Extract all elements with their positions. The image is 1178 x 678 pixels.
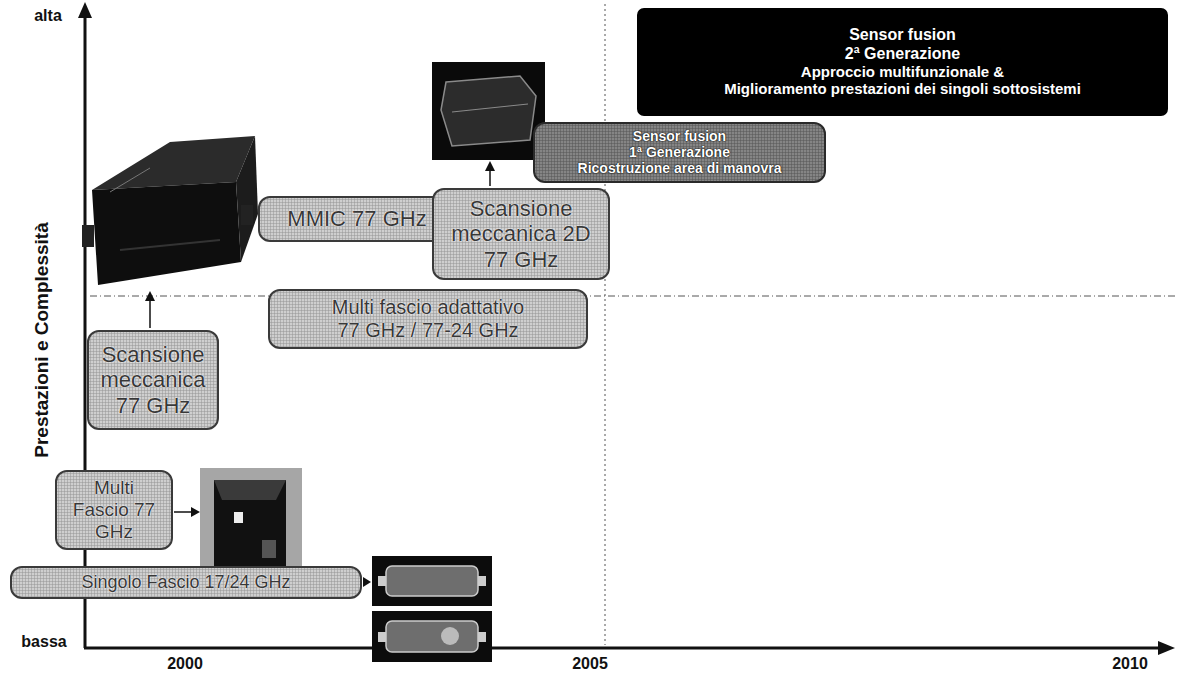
roadmap-box: Sensor fusion2ª GenerazioneApproccio mul… bbox=[637, 8, 1168, 116]
box-text: Sensor fusion bbox=[578, 128, 782, 144]
2d-scanner-photo bbox=[432, 62, 545, 160]
roadmap-box: Sensor fusion1ª GenerazioneRicostruzione… bbox=[533, 122, 826, 183]
axis-label: bassa bbox=[21, 633, 66, 651]
box-text: Scansione meccanica 77 GHz bbox=[97, 342, 209, 418]
roadmap-box: Multi fascio adattativo 77 GHz / 77-24 G… bbox=[268, 289, 588, 349]
roadmap-box: Scansione meccanica 77 GHz bbox=[87, 330, 219, 430]
box-text: Sensor fusion bbox=[724, 26, 1081, 44]
box-text: 1ª Generazione bbox=[578, 144, 782, 160]
mmic-radar-photo bbox=[82, 136, 258, 285]
year-divider bbox=[605, 4, 606, 645]
axis-label: Prestazioni e Complessità bbox=[31, 222, 53, 457]
box-text: Multi fascio adattativo 77 GHz / 77-24 G… bbox=[323, 296, 533, 342]
roadmap-box: MMIC 77 GHz bbox=[258, 196, 456, 242]
x-axis-arrowhead bbox=[1158, 641, 1175, 655]
box-text: 2ª Generazione bbox=[724, 45, 1081, 63]
roadmap-box: Scansione meccanica 2D 77 GHz bbox=[432, 188, 610, 280]
axis-label: 2010 bbox=[1112, 655, 1148, 673]
y-axis bbox=[84, 12, 87, 648]
photo-arrowhead bbox=[145, 291, 155, 301]
box-text: Singolo Fascio 17/24 GHz bbox=[81, 572, 290, 593]
single-beam-radar-photo bbox=[372, 611, 492, 662]
roadmap-box: Singolo Fascio 17/24 GHz bbox=[10, 566, 362, 599]
multibeam-radar-photo bbox=[200, 468, 302, 582]
box-text: MMIC 77 GHz bbox=[287, 206, 426, 231]
axis-label: 2005 bbox=[572, 655, 608, 673]
threshold-line bbox=[90, 296, 1178, 297]
roadmap-box: Multi Fascio 77 GHz bbox=[55, 470, 173, 550]
x-axis bbox=[84, 647, 1160, 650]
axis-label: alta bbox=[34, 7, 62, 25]
axis-label: 2000 bbox=[167, 655, 203, 673]
photo-arrow bbox=[489, 170, 491, 186]
photo-arrowhead bbox=[485, 161, 495, 171]
box-text: Miglioramento prestazioni dei singoli so… bbox=[724, 80, 1081, 97]
photo-arrowhead bbox=[363, 577, 371, 587]
photo-arrow bbox=[149, 300, 151, 328]
y-axis-arrowhead bbox=[78, 2, 92, 18]
single-beam-radar-photo bbox=[372, 556, 492, 606]
box-text: Ricostruzione area di manovra bbox=[578, 160, 782, 176]
photo-arrowhead bbox=[191, 507, 200, 517]
box-text: Approccio multifunzionale & bbox=[724, 63, 1081, 80]
box-text: Multi Fascio 77 GHz bbox=[64, 477, 164, 543]
box-text: Scansione meccanica 2D 77 GHz bbox=[446, 196, 596, 272]
photo-arrow bbox=[174, 511, 192, 513]
